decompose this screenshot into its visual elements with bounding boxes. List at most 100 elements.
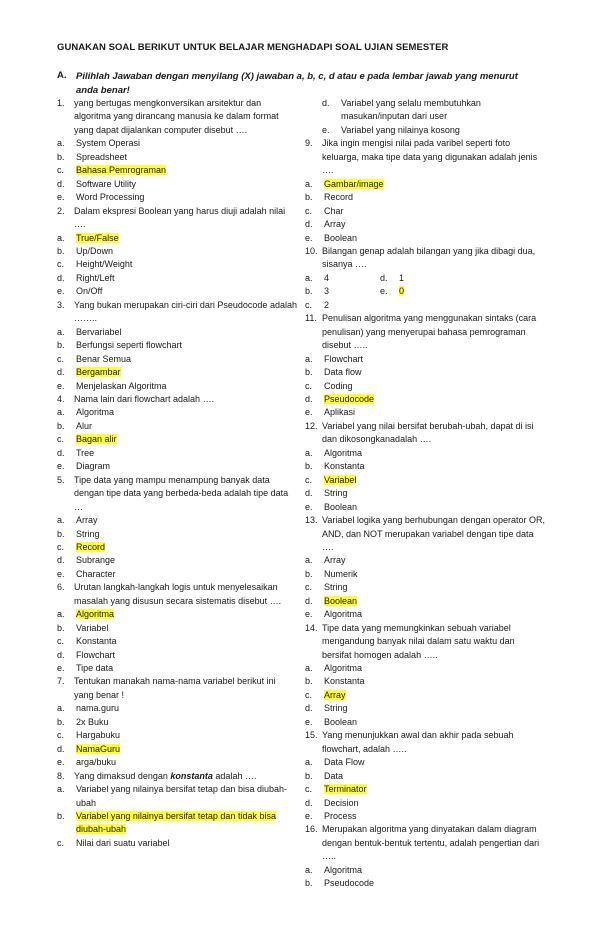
answer-option: e.Character [57, 568, 297, 581]
answer-option: b.Record [305, 191, 545, 204]
question-text: Yang menunjukkan awal dan akhir pada seb… [322, 730, 514, 754]
correct-answer-text: Record [76, 541, 297, 554]
option-label: Boolean [324, 232, 358, 243]
option-label: String [324, 582, 348, 593]
option-text: String [324, 702, 545, 715]
answer-option: a.Algoritma [305, 447, 545, 460]
option-label: Variabel yang nilainya kosong [341, 124, 460, 135]
option-text: Coding [324, 380, 545, 393]
option-letter: d. [57, 447, 65, 458]
option-letter: e. [305, 716, 313, 727]
option-letter: d. [305, 703, 313, 714]
option-text: Right/Left [76, 272, 297, 285]
question-number: 5. [57, 474, 65, 485]
option-label: 2 [324, 299, 330, 310]
option-letter: c. [57, 165, 65, 176]
highlighted-answer: NamaGuru [76, 743, 121, 754]
correct-answer-text: Bagan alir [76, 433, 297, 446]
answer-option: b.Up/Down [57, 245, 297, 258]
answer-option: b.Variabel [57, 622, 297, 635]
question-stem: 12.Variabel yang nilai bersifat berubah-… [305, 420, 545, 447]
option-text: Konstanta [324, 460, 545, 473]
answer-option: d.Pseudocode [305, 393, 545, 406]
option-letter: b. [305, 676, 313, 687]
option-text: Software Utility [76, 178, 297, 191]
question-stem: 13.Variabel logika yang berhubungan deng… [305, 514, 545, 554]
option-label: Boolean [324, 501, 358, 512]
option-text: Benar Semua [76, 353, 297, 366]
option-label: Subrange [76, 555, 116, 566]
option-label: Konstanta [324, 461, 365, 472]
option-text: Subrange [76, 554, 297, 567]
option-letter: a. [57, 407, 65, 418]
answer-option: a.Algoritma [57, 608, 297, 621]
option-letter: d. [305, 219, 313, 230]
option-label: Algoritma [76, 407, 115, 418]
option-label: Record [324, 192, 354, 203]
answer-option: e. Algoritma [305, 608, 545, 621]
option-label: Array [324, 555, 346, 566]
option-letter: b. [57, 340, 65, 351]
option-letter: a. [305, 353, 313, 364]
option-letter: b. [305, 286, 313, 297]
option-letter: c. [305, 299, 313, 310]
option-text: Pseudocode [324, 877, 545, 890]
question-number: 7. [57, 676, 65, 687]
option-label: Flowchart [76, 649, 116, 660]
option-letter: c. [57, 837, 65, 848]
option-label: Spreadsheet [76, 151, 128, 162]
option-letter: b. [57, 811, 65, 822]
question-text: Tipe data yang memungkinkan sebuah varia… [322, 622, 515, 660]
option-label: Right/Left [76, 272, 115, 283]
answer-option: c.Hargabuku [57, 729, 297, 742]
option-letter: d. [57, 178, 65, 189]
option-letter: e. [305, 609, 313, 620]
question-stem: 15.Yang menunjukkan awal dan akhir pada … [305, 729, 545, 756]
option-label: Tipe data [76, 663, 114, 674]
section-instruction: Pilihlah Jawaban dengan menyilang (X) ja… [76, 71, 518, 96]
option-text: Algoritma [324, 608, 545, 621]
option-text: 4 [324, 272, 380, 285]
answer-option: a.Bervariabel [57, 326, 297, 339]
answer-option: a. Algoritma [57, 406, 297, 419]
option-letter: b. [57, 528, 65, 539]
option-label: Decision [324, 797, 359, 808]
correct-answer-text: Array [324, 689, 545, 702]
question-text: Penulisan algoritma yang menggunakan sin… [322, 313, 537, 351]
question-text: Tipe data yang mampu menampung banyak da… [74, 474, 289, 512]
question-9: 9.Jika ingin mengisi nilai pada varibel … [305, 137, 545, 245]
option-label: Algoritma [324, 447, 363, 458]
option-letter: c. [305, 380, 313, 391]
answer-option: b.Spreadsheet [57, 151, 297, 164]
answer-option: a.Algoritma [305, 662, 545, 675]
question-16: 16.Merupakan algoritma yang dinyatakan d… [305, 823, 545, 890]
answer-option: d.Boolean [305, 595, 545, 608]
right-question-list: 11.Penulisan algoritma yang menggunakan … [305, 312, 545, 890]
question-12: 12.Variabel yang nilai bersifat berubah-… [305, 420, 545, 514]
option-label: Aplikasi [324, 407, 356, 418]
option-label: On/Off [76, 286, 103, 297]
option-text: Data [324, 770, 545, 783]
option-letter: d. [57, 272, 65, 283]
answer-option: b.Pseudocode [305, 877, 545, 890]
option-text: 1 [399, 272, 455, 285]
option-letter: a. [57, 609, 65, 620]
option-label: Coding [324, 380, 353, 391]
answer-option: c.Terminator [305, 783, 545, 796]
option-text: Variabel yang nilainya bersifat tetap da… [76, 783, 297, 810]
answer-option: e.Boolean [305, 501, 545, 514]
answer-option: c.Benar Semua [57, 353, 297, 366]
highlighted-answer: Array [324, 689, 346, 700]
highlighted-answer: Variabel yang nilainya bersifat tetap da… [76, 811, 276, 835]
option-label: Benar Semua [76, 353, 132, 364]
answer-option: e. Menjelaskan Algoritma [57, 380, 297, 393]
option-text: arga/buku [76, 756, 297, 769]
option-label: System Operasi [76, 138, 141, 149]
